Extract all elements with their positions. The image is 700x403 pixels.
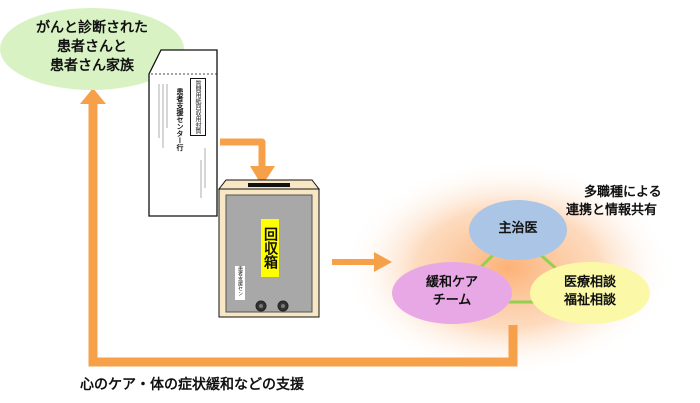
envelope-address: 患者支援センター行 [176, 88, 184, 151]
palliative-line-2: チーム [432, 292, 472, 308]
box-to-team-arrow-head [374, 252, 392, 272]
envelope-to-box-arrow-line [220, 138, 266, 168]
support-caption: 心のケア・体の症状緩和などの支援 [80, 377, 304, 393]
envelope-title: 質問用紙回収用封筒 [194, 80, 201, 134]
palliative-label: 緩和ケア チーム [392, 274, 512, 309]
consult-line-1: 医療相談 [563, 275, 616, 290]
doctor-circle [469, 200, 567, 260]
consult-label: 医療相談 福祉相談 [530, 274, 650, 309]
palliative-line-1: 緩和ケア [425, 275, 478, 290]
return-arrow-line [88, 102, 518, 367]
envelope-to-box-arrow-head [250, 166, 275, 186]
collection-box: 回収箱 患者支援センター [218, 179, 320, 319]
patient-bubble-text: がんと診断された 患者さんと 患者さん家族 [22, 19, 162, 76]
patient-line-3: 患者さん家族 [50, 57, 134, 74]
consult-line-2: 福祉相談 [563, 292, 616, 308]
envelope-title-box [190, 78, 206, 136]
envelope: 質問用紙回収用封筒 患者支援センター行 [147, 48, 219, 218]
consult-circle [530, 262, 650, 324]
box-label: 回収箱 [261, 219, 279, 277]
team-heading-line-2: 連携と情報共有 [566, 202, 658, 218]
palliative-circle [392, 262, 512, 324]
patient-line-1: がんと診断された [36, 20, 148, 36]
box-side-label: 患者支援センター [235, 266, 245, 300]
team-heading: 多職種による 連携と情報共有 [566, 184, 696, 219]
patient-line-2: 患者さんと [57, 38, 127, 55]
doctor-label: 主治医 [498, 221, 538, 236]
return-arrow-head [80, 88, 106, 104]
team-heading-line-1: 多職種による [584, 185, 662, 200]
